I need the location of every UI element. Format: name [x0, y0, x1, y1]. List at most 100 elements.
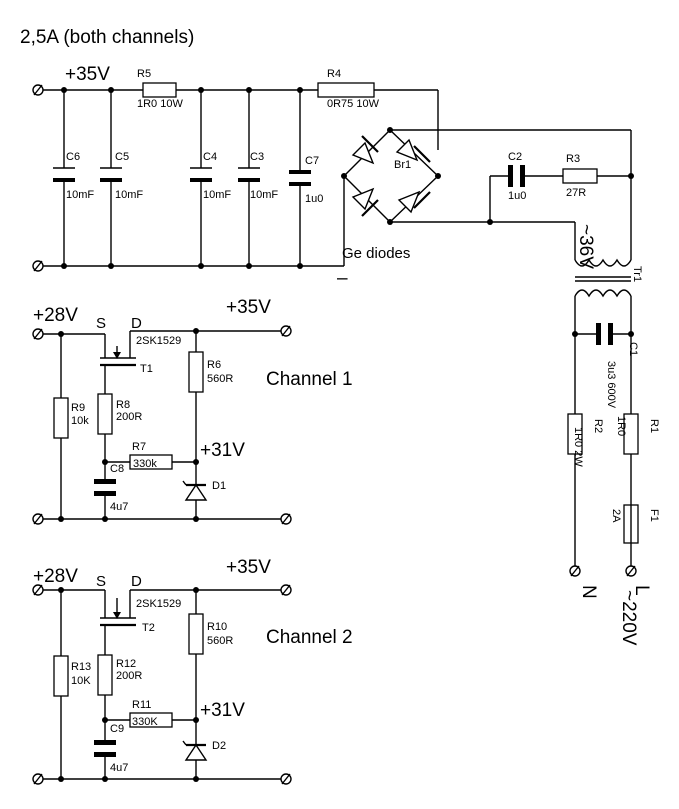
- svg-text:C7: C7: [305, 155, 319, 167]
- svg-text:C9: C9: [110, 723, 124, 735]
- svg-text:10k: 10k: [71, 415, 89, 427]
- ch1-input-voltage-label: +28V: [33, 305, 78, 326]
- resistor-r3: R3 27R: [562, 153, 631, 199]
- svg-text:1u0: 1u0: [508, 190, 526, 202]
- svg-text:D: D: [131, 315, 142, 332]
- capacitor-c8: C8 4u7: [94, 462, 128, 519]
- mosfet-t1: 2SK1529 T1: [100, 335, 181, 394]
- svg-text:R4: R4: [327, 68, 341, 80]
- svg-text:10K: 10K: [71, 675, 91, 687]
- svg-text:10mF: 10mF: [250, 189, 278, 201]
- svg-text:330K: 330K: [132, 716, 158, 728]
- resistor-r11: R11 330K: [105, 699, 196, 728]
- supply-voltage-label: +35V: [65, 64, 110, 85]
- resistor-r13: R13 10K: [53, 590, 91, 779]
- ch2-input-voltage-label: +28V: [33, 566, 78, 587]
- svg-text:10mF: 10mF: [115, 189, 143, 201]
- supply-section: +35V R5 1R0 10W R4 0R75 10W C6 10mF: [32, 64, 634, 289]
- svg-text:3u3 600V: 3u3 600V: [605, 361, 617, 409]
- svg-text:R13: R13: [71, 661, 91, 673]
- channel-2-circuit: +28V +35V S D Channel 2 +31V 2SK1529 T2: [32, 557, 353, 785]
- svg-text:10mF: 10mF: [203, 189, 231, 201]
- svg-text:R8: R8: [116, 399, 130, 411]
- bridge-rectifier-br1: Br1: [341, 127, 441, 266]
- svg-text:27R: 27R: [566, 187, 586, 199]
- svg-text:R11: R11: [132, 699, 151, 711]
- resistor-r8: R8 200R: [97, 393, 142, 462]
- svg-text:1R0: 1R0: [615, 416, 627, 436]
- svg-text:10mF: 10mF: [66, 189, 94, 201]
- svg-text:560R: 560R: [207, 635, 233, 647]
- svg-text:T2: T2: [142, 622, 155, 634]
- svg-text:F1: F1: [648, 509, 660, 522]
- capacitor-c4: C4 10mF: [190, 90, 231, 266]
- resistor-r6: R6 560R: [188, 331, 233, 462]
- resistor-r9: R9 10k: [53, 334, 89, 519]
- svg-text:C4: C4: [203, 151, 217, 163]
- capacitor-c3: C3 10mF: [238, 90, 278, 266]
- resistor-r5: R5 1R0 10W: [137, 68, 183, 110]
- svg-text:S: S: [96, 315, 106, 332]
- svg-text:Br1: Br1: [394, 159, 411, 171]
- fuse-f1: F1 2A: [610, 504, 660, 566]
- capacitor-c2: C2 1u0: [489, 151, 563, 222]
- resistor-r10: R10 560R: [188, 590, 233, 720]
- svg-text:C3: C3: [250, 151, 264, 163]
- ch1-output-voltage-label: +31V: [200, 440, 245, 461]
- zener-diode-d2: D2: [182, 720, 226, 779]
- svg-text:4u7: 4u7: [110, 501, 128, 513]
- svg-text:R9: R9: [71, 402, 85, 414]
- svg-text:C2: C2: [508, 151, 522, 163]
- secondary-voltage-label: ~36V: [575, 224, 596, 269]
- svg-text:1R0 10W: 1R0 10W: [137, 98, 183, 110]
- svg-text:R2: R2: [592, 419, 604, 433]
- svg-text:Tr1: Tr1: [631, 266, 643, 282]
- svg-text:D1: D1: [212, 480, 226, 492]
- svg-text:R7: R7: [132, 441, 146, 453]
- svg-text:330k: 330k: [133, 458, 157, 470]
- svg-text:R10: R10: [207, 621, 227, 633]
- svg-text:0R75 10W: 0R75 10W: [327, 98, 380, 110]
- svg-text:R5: R5: [137, 68, 151, 80]
- ch1-supply-voltage-label: +35V: [226, 297, 271, 318]
- mains-section: C1 3u3 600V R2 1R0 2W R1 1R0 F1 2A: [567, 296, 660, 646]
- supply-plus-terminal: [32, 84, 44, 96]
- resistor-r2: R2 1R0 2W: [567, 413, 604, 566]
- svg-text:R1: R1: [648, 419, 660, 433]
- svg-text:R6: R6: [207, 359, 221, 371]
- svg-text:560R: 560R: [207, 373, 233, 385]
- resistor-r7: R7 330k: [105, 441, 196, 470]
- svg-text:1R0 2W: 1R0 2W: [572, 427, 584, 467]
- capacitor-c5: C5 10mF: [100, 90, 143, 266]
- mains-n-terminal: [569, 565, 581, 577]
- ch2-supply-voltage-label: +35V: [226, 557, 271, 578]
- mains-voltage-label: ~220V: [618, 590, 639, 646]
- svg-text:C6: C6: [66, 151, 80, 163]
- ge-diodes-label: Ge diodes: [342, 245, 410, 262]
- svg-text:C1: C1: [627, 342, 639, 356]
- svg-text:200R: 200R: [116, 670, 142, 682]
- svg-text:T1: T1: [140, 363, 153, 375]
- svg-text:C5: C5: [115, 151, 129, 163]
- mains-l-terminal: [625, 565, 637, 577]
- zener-diode-d1: D1: [182, 462, 226, 519]
- resistor-r4: R4 0R75 10W: [317, 68, 380, 110]
- svg-text:2A: 2A: [610, 509, 622, 523]
- mains-l-label: L: [631, 585, 652, 596]
- capacitor-c9: C9 4u7: [94, 720, 128, 779]
- capacitor-c1: C1 3u3 600V: [575, 323, 639, 409]
- svg-text:R3: R3: [566, 153, 580, 165]
- resistor-r12: R12 200R: [97, 654, 142, 720]
- svg-text:D: D: [131, 573, 142, 590]
- mains-n-label: N: [578, 585, 599, 599]
- capacitor-c6: C6 10mF: [53, 90, 94, 266]
- channel-1-circuit: +28V +35V S D Channel 1 +31V 2SK1529 T1: [32, 297, 353, 525]
- svg-text:1u0: 1u0: [305, 193, 323, 205]
- diagram-title: 2,5A (both channels): [20, 27, 194, 48]
- svg-text:200R: 200R: [116, 411, 142, 423]
- svg-text:2SK1529: 2SK1529: [136, 335, 181, 347]
- svg-text:D2: D2: [212, 740, 226, 752]
- minus-label: –: [337, 268, 348, 289]
- supply-minus-terminal: [32, 260, 44, 272]
